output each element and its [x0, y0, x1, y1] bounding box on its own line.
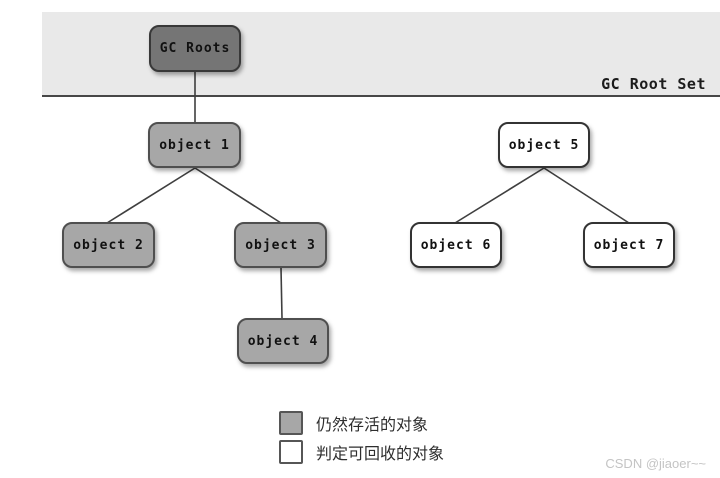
node-object-3: object 3	[234, 222, 327, 268]
gc-root-set-label: GC Root Set	[601, 75, 706, 93]
node-object-2: object 2	[62, 222, 155, 268]
edge-object1-object2	[106, 167, 196, 224]
node-object-4: object 4	[237, 318, 329, 364]
node-object-6: object 6	[410, 222, 502, 268]
node-gc-roots: GC Roots	[149, 25, 241, 72]
recyclable-swatch	[279, 440, 303, 464]
node-object-1: object 1	[148, 122, 241, 168]
legend: 仍然存活的对象 判定可回收的对象	[279, 411, 444, 464]
alive-swatch	[279, 411, 303, 435]
legend-label-alive: 仍然存活的对象	[316, 417, 429, 434]
node-object-5: object 5	[498, 122, 590, 168]
edge-object3-object4	[280, 267, 283, 319]
legend-item-recyclable: 判定可回收的对象	[279, 440, 444, 464]
watermark: CSDN @jiaoer~~	[605, 456, 706, 471]
edge-object5-object7	[543, 167, 630, 224]
gc-root-set-line	[42, 95, 720, 97]
legend-label-recyclable: 判定可回收的对象	[316, 446, 445, 463]
edge-object1-object3	[194, 167, 282, 224]
legend-item-alive: 仍然存活的对象	[279, 411, 444, 435]
node-object-7: object 7	[583, 222, 675, 268]
edge-object5-object6	[454, 167, 545, 224]
